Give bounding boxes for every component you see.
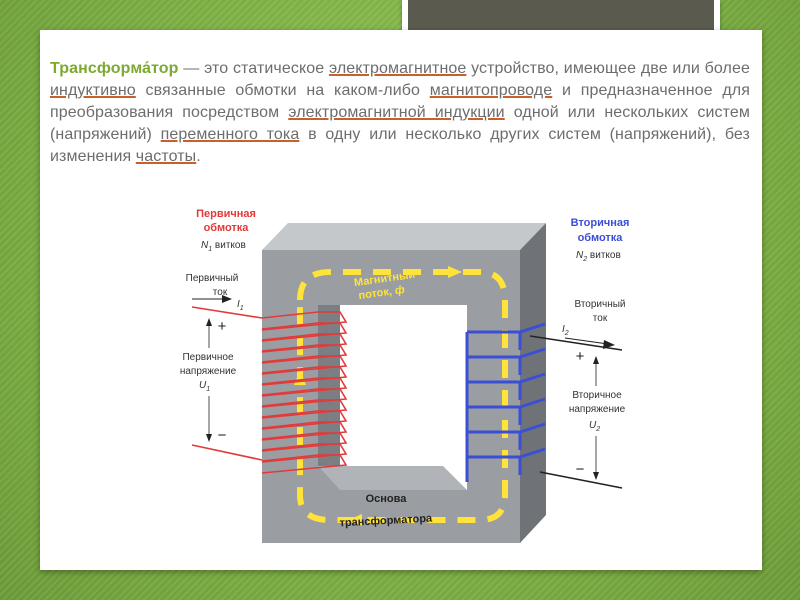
primary-coil-turn [261,410,348,430]
svg-text:U2: U2 [589,420,600,433]
primary-coil-turn [261,443,348,463]
secondary-current-label-1: Вторичный [574,299,625,310]
secondary-voltage-label-2: напряжение [569,404,626,415]
core-label-2: трансформатора [339,513,433,530]
primary-coil-turn [261,344,348,364]
primary-plus: + [218,318,227,335]
primary-current-label-1: Первичный [186,273,239,284]
primary-winding-label-2: обмотка [204,222,250,234]
secondary-current-arrow [603,340,615,349]
definition-paragraph: Трансформа́тор — это статическое электро… [50,60,751,165]
link-electromagnetic[interactable]: электромагнитное [328,60,467,77]
flux-label-2: поток, [358,285,396,302]
secondary-winding [465,322,546,482]
u2-symbol: U [589,420,597,431]
primary-coil-turn [261,421,348,441]
window-inner-bottom [318,466,467,490]
secondary-coil-turn [465,447,546,482]
svg-text:поток, ф: поток, ф [358,284,406,302]
core-right-face [520,223,546,543]
link-electromagnetic-induction[interactable]: электромагнитной индукции [288,104,505,121]
primary-coil-turn [261,333,348,353]
flux-arrow-top [448,266,462,278]
secondary-winding-label-1: Вторичная [571,217,630,229]
magnetic-flux-path [297,269,508,523]
secondary-coil-turn [465,422,546,457]
secondary-coil-turn [465,322,546,357]
u1-symbol: U [199,380,207,391]
svg-text:N1 витков: N1 витков [201,240,246,253]
link-inductive[interactable]: индуктивно [50,82,136,99]
primary-current-label-2: ток [213,287,228,298]
secondary-coil-turn [465,397,546,432]
primary-voltage-label-1: Первичное [182,352,234,363]
secondary-coil-turn [465,347,546,382]
svg-text:I2: I2 [562,324,569,337]
core-top-face [262,223,546,250]
secondary-plus: + [576,348,585,365]
primary-coil-turn [261,454,348,474]
primary-current-arrow [222,295,232,303]
secondary-voltage-label-1: Вторичное [572,390,622,401]
secondary-lead-bottom [539,471,623,489]
link-magnetic-core[interactable]: магнитопроводе [429,82,553,99]
i2-symbol: I [562,324,565,335]
secondary-coil-turn [465,372,546,407]
term: Трансформа́тор [50,60,179,77]
window-inner-left [318,305,340,490]
n2-symbol: N [576,250,584,261]
primary-coil-turn [261,322,348,342]
n1-symbol: N [201,240,209,251]
secondary-current-label-2: ток [593,313,608,324]
i1-symbol: I [237,299,240,310]
transformer-diagram: Первичная обмотка N1 витков Первичный то… [180,208,632,543]
link-alternating-current[interactable]: переменного тока [160,126,300,143]
primary-coil-turn [261,366,348,386]
primary-winding [261,311,348,474]
svg-text:I1: I1 [237,299,244,312]
svg-text:N2 витков: N2 витков [576,250,621,263]
svg-text:U1: U1 [199,380,210,393]
primary-minus: − [218,427,227,444]
primary-winding-label-1: Первичная [196,208,256,220]
primary-coil-turn [261,388,348,408]
primary-voltage-label-2: напряжение [180,366,237,377]
primary-coil-turn [261,432,348,452]
primary-lead-top [191,306,263,319]
flux-symbol: ф [394,284,406,297]
primary-coil-turn [261,355,348,375]
flux-arrow-bottom [348,514,362,526]
primary-lead-bottom [191,444,263,461]
primary-coil-turn [261,399,348,419]
link-frequency[interactable]: частоты [135,148,197,165]
primary-coil-turn [261,311,348,331]
secondary-minus: − [576,461,585,478]
secondary-winding-label-2: обмотка [578,232,624,244]
primary-coil-turn [261,377,348,397]
core-label-1: Основа [366,493,408,505]
